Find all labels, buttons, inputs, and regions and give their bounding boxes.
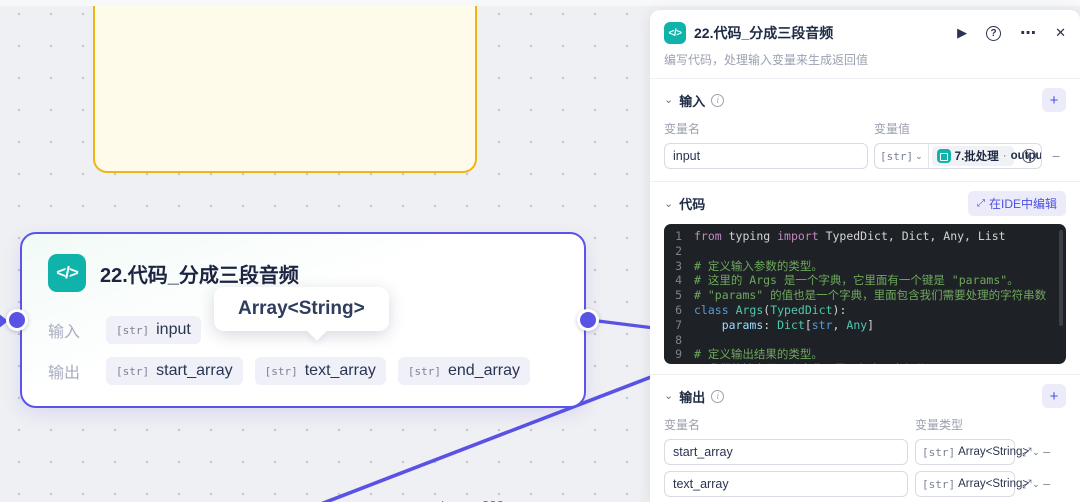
editor-scrollbar[interactable] <box>1059 230 1063 326</box>
str-type-icon: [str] <box>116 364 150 378</box>
chevron-down-icon[interactable]: ⌄ <box>664 94 674 106</box>
reference-separator: · <box>1002 150 1007 162</box>
node-output-name: end_array <box>447 362 521 379</box>
add-output-button[interactable]: + <box>1042 384 1066 408</box>
code-section-title: 代码 <box>679 197 706 212</box>
close-button[interactable]: ✕ <box>1055 25 1066 40</box>
node-output-pill[interactable]: [str] start_array <box>106 357 243 385</box>
panel-header: </> 22.代码_分成三段音频 ▶ ? ⋯ ✕ <box>664 10 1066 44</box>
str-type-icon: [str] <box>116 323 150 337</box>
divider <box>650 181 1080 182</box>
locate-reference-icon[interactable] <box>1022 149 1036 163</box>
delete-output-row-button[interactable]: − <box>1042 476 1051 492</box>
input-section-header: ⌄ 输入 i + <box>664 88 1066 112</box>
output-row: [str] Array<String> ⌄ ⤢ − <box>664 471 1066 497</box>
edit-in-ide-button[interactable]: ⤢ 在IDE中编辑 <box>967 191 1066 216</box>
edge-diagonal <box>320 370 665 502</box>
input-column-labels: 变量名 变量值 <box>664 120 1066 137</box>
divider <box>650 78 1080 79</box>
node-config-panel: </> 22.代码_分成三段音频 ▶ ? ⋯ ✕ 编写代码，处理输入变量来生成返… <box>650 10 1080 502</box>
output-column-labels: 变量名 变量类型 <box>664 416 1066 433</box>
node-input-port[interactable] <box>6 309 28 331</box>
sticky-note[interactable] <box>93 0 477 173</box>
panel-title: 22.代码_分成三段音频 <box>694 25 834 41</box>
node-header: </> 22.代码_分成三段音频 <box>22 234 584 292</box>
node-input-label: 输入 <box>48 324 81 341</box>
str-type-icon: [str] <box>922 477 956 491</box>
dropdown-icon: ⌄ <box>915 150 923 161</box>
output-type-value: Array<String> <box>958 478 1030 490</box>
edge-arrowhead-icon <box>0 313 8 329</box>
output-section-title: 输出 <box>679 389 706 405</box>
input-row: [str] ⌄ 7.批处理 · output ✕ − <box>664 143 1066 169</box>
value-column-label: 变量值 <box>874 122 911 136</box>
help-icon[interactable]: ? <box>986 25 1002 41</box>
dropdown-icon: ⌄ <box>1032 446 1040 457</box>
str-type-icon: [str] <box>922 445 956 459</box>
code-icon: </> <box>664 22 686 44</box>
run-node-button[interactable]: ▶ <box>442 497 455 502</box>
output-type-value: Array<String> <box>958 446 1030 458</box>
add-input-button[interactable]: + <box>1042 88 1066 112</box>
expand-row-icon[interactable]: ⤢ <box>1022 476 1032 491</box>
expand-icon: ⤢ <box>976 198 985 209</box>
batch-node-icon <box>936 149 951 163</box>
run-button[interactable]: ▶ <box>957 25 968 40</box>
node-output-pill[interactable]: [str] end_array <box>397 357 531 385</box>
panel-subtitle: 编写代码，处理输入变量来生成返回值 <box>664 53 869 67</box>
node-output-label: 输出 <box>48 365 81 382</box>
node-output-pill[interactable]: [str] text_array <box>254 357 386 385</box>
output-type-select[interactable]: [str] Array<String> ⌄ <box>915 471 1040 497</box>
node-output-name: text_array <box>304 362 376 379</box>
reference-chip[interactable]: 7.批处理 · output ✕ <box>931 146 1041 166</box>
node-more-button[interactable]: ⋯ <box>482 491 505 502</box>
code-node-card[interactable]: </> 22.代码_分成三段音频 ▶ ⋯ 输入 [str] input 输出 [… <box>20 232 586 502</box>
edit-in-ide-label: 在IDE中编辑 <box>988 197 1057 211</box>
code-section-header: ⌄ 代码 ⤢ 在IDE中编辑 <box>664 191 1066 216</box>
output-name-field[interactable] <box>664 471 908 497</box>
type-tooltip: Array<String> <box>214 287 389 341</box>
dropdown-icon: ⌄ <box>1032 478 1040 489</box>
str-type-icon: [str] <box>264 364 298 378</box>
input-name-field[interactable] <box>664 143 868 169</box>
output-type-select[interactable]: [str] Array<String> ⌄ <box>915 439 1040 465</box>
node-input-name: input <box>156 321 191 338</box>
name-column-label: 变量名 <box>664 418 701 432</box>
str-type-icon: [str] <box>880 149 914 163</box>
edge-output <box>597 319 655 330</box>
divider <box>650 374 1080 375</box>
node-output-name: start_array <box>156 362 233 379</box>
code-icon: </> <box>48 254 86 292</box>
canvas-top-strip <box>0 0 1080 6</box>
delete-output-row-button[interactable]: − <box>1042 444 1051 460</box>
name-column-label: 变量名 <box>664 122 701 136</box>
str-type-icon: [str] <box>407 364 441 378</box>
type-selector[interactable]: [str] ⌄ <box>875 144 929 168</box>
output-section-header: ⌄ 输出 i + <box>664 384 1066 408</box>
delete-input-row-button[interactable]: − <box>1052 148 1061 164</box>
input-value-field[interactable]: [str] ⌄ 7.批处理 · output ✕ <box>874 143 1042 169</box>
expand-row-icon[interactable]: ⤢ <box>1022 444 1032 459</box>
input-section-title: 输入 <box>679 93 706 109</box>
node-title: 22.代码_分成三段音频 <box>100 264 299 287</box>
reference-node-name: 7.批处理 <box>954 151 999 163</box>
node-output-row: 输出 [str] start_array [str] text_array [s… <box>48 357 584 385</box>
output-row: [str] Array<String> ⌄ ⤢ − <box>664 439 1066 465</box>
tooltip-text: Array<String> <box>238 298 365 319</box>
node-output-port[interactable] <box>577 309 599 331</box>
more-button[interactable]: ⋯ <box>1020 25 1037 42</box>
type-column-label: 变量类型 <box>915 418 964 432</box>
node-input-row: 输入 [str] input <box>48 316 584 344</box>
chevron-down-icon[interactable]: ⌄ <box>664 197 674 210</box>
info-icon: i <box>711 389 725 403</box>
panel-actions: ▶ ? ⋯ ✕ <box>957 23 1066 43</box>
info-icon: i <box>711 93 725 107</box>
chevron-down-icon[interactable]: ⌄ <box>664 390 674 402</box>
output-name-field[interactable] <box>664 439 908 465</box>
node-input-pill[interactable]: [str] input <box>106 316 201 344</box>
